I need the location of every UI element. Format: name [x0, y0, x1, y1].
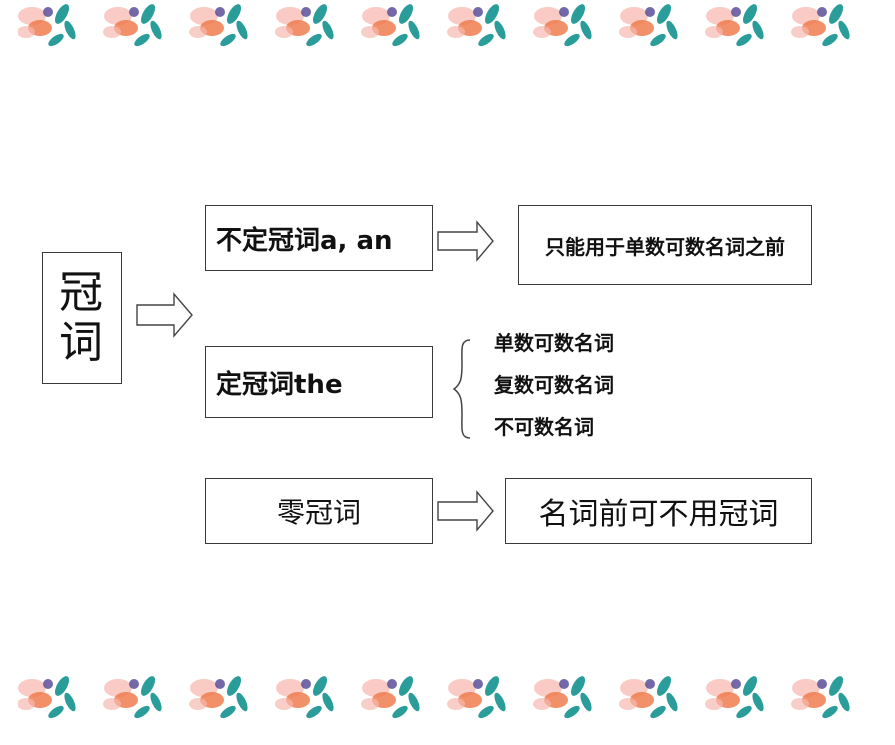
flower-motif: [619, 676, 678, 719]
indefinite-article-description: 只能用于单数可数名词之前: [545, 234, 785, 259]
indefinite-article-label: 不定冠词a, an: [216, 225, 393, 256]
flower-motif: [275, 4, 334, 47]
root-box: 冠词: [42, 252, 122, 384]
flower-motif: [705, 676, 764, 719]
hollow-right-arrow-icon: [437, 220, 494, 262]
flower-motif: [791, 4, 850, 47]
zero-article-description-box: 名词前可不用冠词: [505, 478, 812, 544]
flower-motif: [619, 4, 678, 47]
hollow-right-arrow-icon: [437, 490, 494, 532]
root-label: 冠词: [59, 267, 105, 368]
flower-motif: [533, 676, 592, 719]
flower-motif: [361, 4, 420, 47]
indefinite-article-description-box: 只能用于单数可数名词之前: [518, 205, 812, 285]
definite-article-uses: 单数可数名词 复数可数名词 不可数名词: [494, 328, 614, 454]
flower-motif: [275, 676, 334, 719]
flower-motif: [189, 676, 248, 719]
hollow-right-arrow-icon: [136, 292, 193, 338]
curly-brace-icon: [452, 339, 471, 439]
flower-motif: [361, 676, 420, 719]
zero-article-label: 零冠词: [276, 496, 361, 529]
flower-motif: [103, 4, 162, 47]
list-item: 复数可数名词: [494, 373, 614, 397]
flower-motif: [791, 676, 850, 719]
flower-motif: [447, 4, 506, 47]
zero-article-description: 名词前可不用冠词: [538, 497, 779, 532]
definite-article-label: 定冠词the: [216, 369, 343, 400]
flower-motif: [189, 4, 248, 47]
flower-motif: [533, 4, 592, 47]
flower-motif: [103, 676, 162, 719]
flower-motif: [705, 4, 764, 47]
zero-article-box: 零冠词: [205, 478, 433, 544]
indefinite-article-box: 不定冠词a, an: [205, 205, 433, 271]
list-item: 单数可数名词: [494, 331, 614, 355]
definite-article-box: 定冠词the: [205, 346, 433, 418]
floral-border-icon: [18, 4, 850, 47]
flower-motif: [18, 4, 76, 47]
list-item: 不可数名词: [494, 415, 594, 439]
floral-border-icon: [18, 676, 850, 719]
flower-motif: [447, 676, 506, 719]
flower-motif: [18, 676, 76, 719]
